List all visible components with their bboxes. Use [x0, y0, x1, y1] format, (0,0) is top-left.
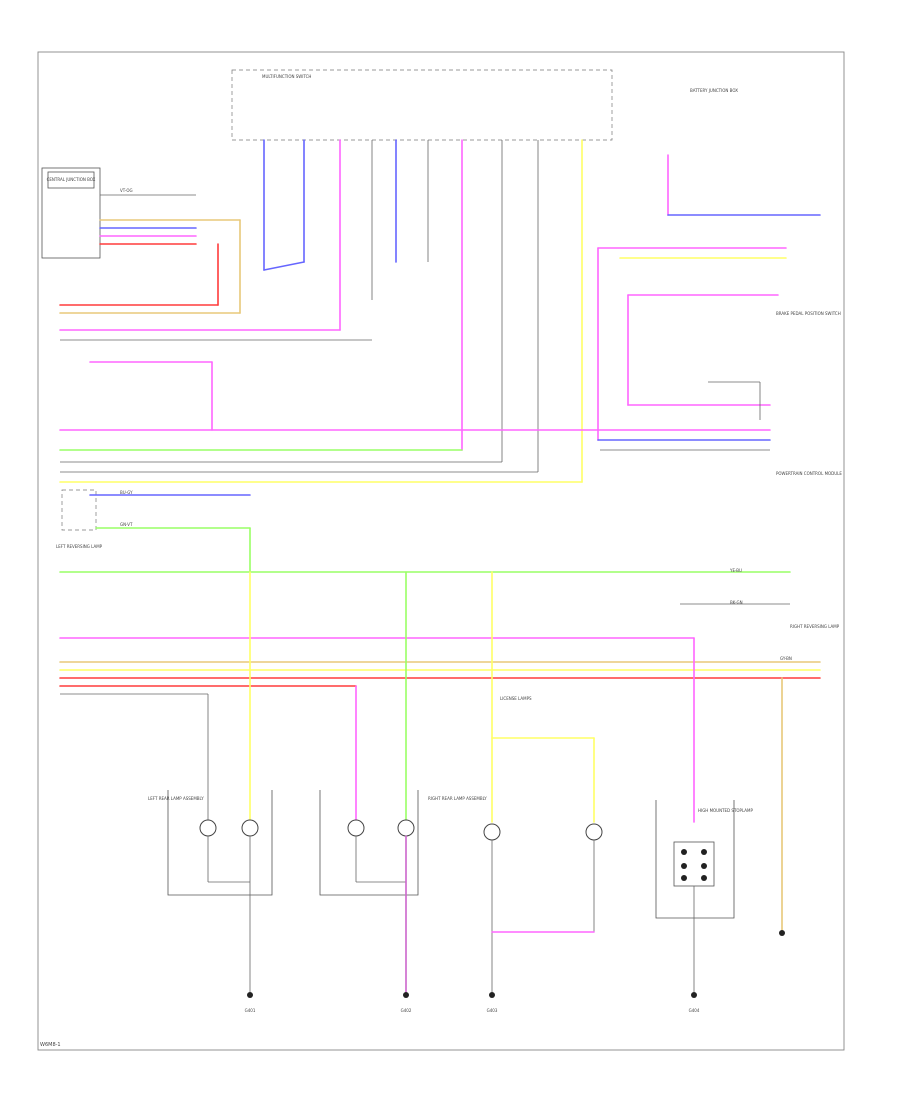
right-reversing-label: RIGHT REVERSING LAMP — [790, 624, 840, 629]
stoplamp-led-block — [673, 841, 715, 887]
wire-label: YE-BU — [729, 568, 742, 573]
license-lamps-assembly: LICENSE LAMPS — [483, 696, 603, 992]
lamp-icon — [199, 819, 217, 837]
led-icon — [681, 849, 687, 855]
wire-label: BU-GY — [120, 490, 133, 495]
left-module-label: CENTRAL JUNCTION BOX — [47, 177, 96, 182]
left-rear-lamp-assembly: LEFT REAR LAMP ASSEMBLY — [148, 790, 273, 992]
ground-icon — [779, 930, 785, 936]
wire-label: GY-BN — [780, 656, 792, 661]
lamp-icon — [483, 823, 501, 841]
license-lamps-label: LICENSE LAMPS — [500, 696, 532, 701]
middle-section: LEFT REVERSING LAMP RIGHT REVERSING LAMP — [56, 489, 840, 695]
lamp-icon — [397, 819, 415, 837]
high-mount-stop-label: HIGH MOUNTED STOPLAMP — [698, 808, 753, 813]
ground-icon — [247, 992, 253, 998]
left-module-box — [41, 167, 101, 259]
ground-icon — [489, 992, 495, 998]
led-icon — [701, 875, 707, 881]
ground-icon — [691, 992, 697, 998]
right-module: BATTERY JUNCTION BOX BRAKE PEDAL POSITIO… — [597, 88, 842, 476]
ground-label: G402 — [401, 1008, 412, 1013]
wire-blue — [263, 261, 305, 271]
lamp-icon — [347, 819, 365, 837]
top-switch-group: MULTIFUNCTION SWITCH — [231, 69, 613, 141]
relay-label: BATTERY JUNCTION BOX — [690, 88, 738, 93]
left-rear-lamp-box — [167, 790, 273, 896]
ground-label: G401 — [245, 1008, 256, 1013]
bottom-drops — [207, 571, 783, 931]
left-module-connector — [47, 171, 95, 189]
wire-label: BK-GN — [730, 600, 743, 605]
switch-group-box — [231, 69, 613, 141]
wire-label: VT-OG — [120, 188, 133, 193]
lamp-icon — [241, 819, 259, 837]
left-reversing-box — [61, 489, 97, 531]
right-module-label: POWERTRAIN CONTROL MODULE — [776, 471, 842, 476]
led-icon — [681, 875, 687, 881]
high-mount-stop-box — [655, 800, 735, 919]
diagram-frame — [37, 51, 845, 1051]
left-bus — [59, 219, 771, 483]
right-rear-lamp-assembly: RIGHT REAR LAMP ASSEMBLY — [319, 790, 487, 993]
wire-labels: VT-OG BU-GY GN-VT YE-BU BK-GN GY-BN — [120, 188, 792, 661]
led-icon — [701, 863, 707, 869]
switch-group-label: MULTIFUNCTION SWITCH — [262, 74, 311, 79]
ground-points: G401 G402 G403 G404 — [245, 930, 785, 1013]
page-label: W6M8-1 — [40, 1042, 61, 1048]
right-rear-lamp-label: RIGHT REAR LAMP ASSEMBLY — [428, 796, 487, 801]
ground-label: G403 — [487, 1008, 498, 1013]
brake-switch-label: BRAKE PEDAL POSITION SWITCH — [776, 311, 841, 316]
left-rear-lamp-label: LEFT REAR LAMP ASSEMBLY — [148, 796, 204, 801]
ground-icon — [403, 992, 409, 998]
right-rear-lamp-box — [319, 790, 419, 896]
led-icon — [681, 863, 687, 869]
left-reversing-label: LEFT REVERSING LAMP — [56, 544, 103, 549]
left-module-wires — [99, 194, 241, 245]
ground-label: G404 — [689, 1008, 700, 1013]
led-icon — [701, 849, 707, 855]
high-mount-stop-assembly: HIGH MOUNTED STOPLAMP — [655, 800, 753, 992]
lamp-icon — [585, 823, 603, 841]
switch-vertical-wires — [263, 139, 583, 483]
wire-label: GN-VT — [120, 522, 133, 527]
left-module: CENTRAL JUNCTION BOX — [41, 167, 101, 259]
